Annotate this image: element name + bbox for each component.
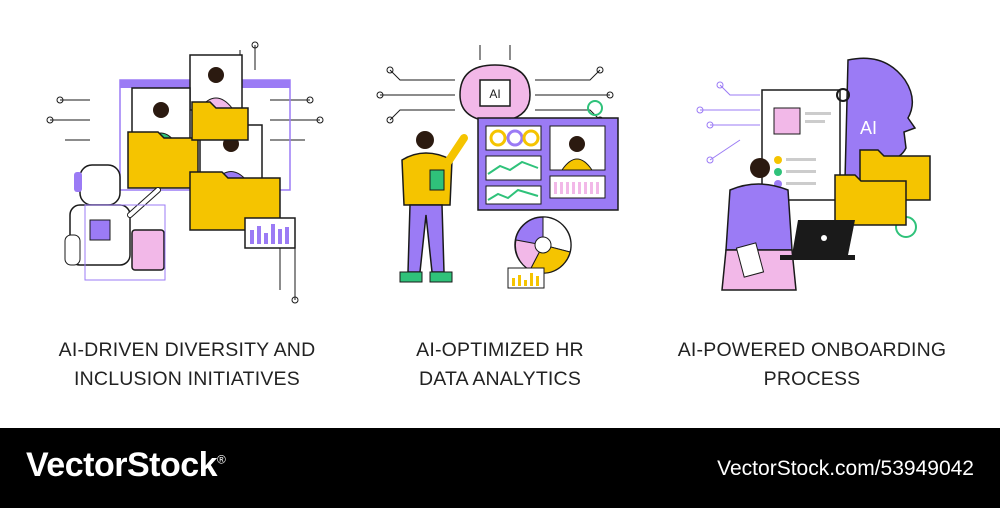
pie-chart-icon [514,216,572,274]
gear-icon [587,100,603,116]
ai-head-label: AI [860,118,877,138]
caption-line: AI-DRIVEN DIVERSITY AND [58,339,316,361]
caption-onboarding: AI-POWERED ONBOARDING PROCESS [647,336,977,394]
laptop-icon [780,220,855,260]
caption-line: DATA ANALYTICS [418,368,582,390]
analyst-person-icon [399,131,468,283]
registered-mark: ® [217,452,226,467]
manager-person-icon [721,158,797,291]
onboarding-scene: AI [696,57,931,291]
resume-document-icon [761,89,841,201]
portrait-frame-icon [189,54,243,111]
brain-chip-icon: AI [459,64,531,123]
folder-icon [127,101,281,231]
caption-line: PROCESS [763,368,861,390]
dashboard-icon [477,117,619,211]
circuit-lines-icon [696,81,760,164]
ai-chip-label: AI [489,87,500,101]
diversity-scene [46,41,324,304]
image-reference-link[interactable]: VectorStock.com/53949042 [717,457,974,480]
caption-line: AI-OPTIMIZED HR [416,339,584,361]
caption-line: AI-POWERED ONBOARDING [677,339,947,361]
caption-diversity: AI-DRIVEN DIVERSITY AND INCLUSION INITIA… [22,336,352,394]
vectorstock-logo[interactable]: VectorStock® [26,446,226,485]
illustration-analytics: AI [360,40,660,310]
illustration-onboarding: AI [680,40,980,310]
caption-analytics: AI-OPTIMIZED HR DATA ANALYTICS [335,336,665,394]
circuit-lines-icon [376,45,614,124]
bar-chart-icon [507,267,545,289]
brand-name: VectorStock [26,446,218,484]
bar-chart-icon [244,217,296,249]
watermark-footer: VectorStock® VectorStock.com/53949042 [0,428,1000,508]
illustration-diversity [40,40,340,310]
analytics-scene: AI [376,45,619,289]
caption-line: INCLUSION INITIATIVES [74,368,300,390]
